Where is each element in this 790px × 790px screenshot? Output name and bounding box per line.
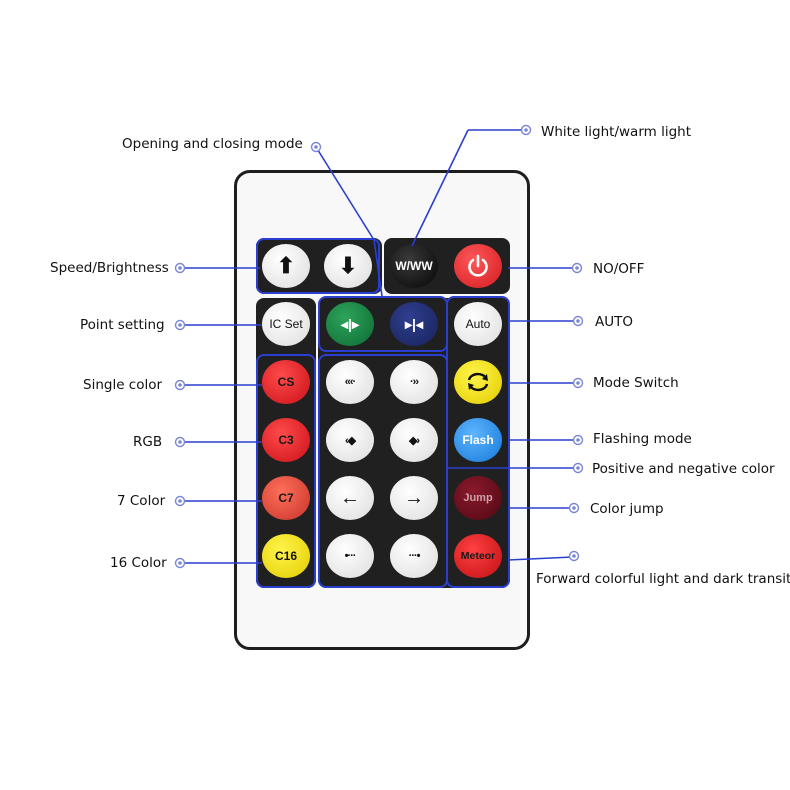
opening-mode-button[interactable]: ◂|▸	[326, 302, 374, 346]
label-single-color: Single color	[83, 377, 163, 393]
cycle-icon	[467, 372, 489, 392]
right-arrow-button[interactable]: →	[390, 476, 438, 520]
inward-right-button[interactable]: ◆›	[390, 418, 438, 462]
speed-up-button[interactable]: ⬆	[262, 244, 310, 288]
label-color-jump: Color jump	[590, 501, 664, 517]
label-flashing-mode: Flashing mode	[593, 431, 692, 447]
speed-down-button[interactable]: ⬇	[324, 244, 372, 288]
left-arrow-button[interactable]: ←	[326, 476, 374, 520]
jump-button[interactable]: Jump	[454, 476, 502, 520]
label-point-setting: Point setting	[80, 317, 165, 333]
white-warm-button[interactable]: W/WW	[390, 244, 438, 288]
label-speed-brightness: Speed/Brightness	[50, 260, 169, 276]
c7-button[interactable]: C7	[262, 476, 310, 520]
label-white-warm: White light/warm light	[541, 124, 692, 140]
power-button[interactable]	[454, 244, 502, 288]
label-rgb: RGB	[133, 434, 163, 450]
label-opening-closing: Opening and closing mode	[122, 136, 303, 152]
label-16-color: 16 Color	[110, 555, 167, 571]
label-auto: AUTO	[595, 314, 633, 330]
label-positive-negative: Positive and negative color	[592, 461, 775, 477]
meteor-button[interactable]: Meteor	[454, 534, 502, 578]
cs-button[interactable]: CS	[262, 360, 310, 404]
flash-button[interactable]: Flash	[454, 418, 502, 462]
dot-left-button[interactable]: •···	[326, 534, 374, 578]
left-column-frame	[256, 354, 316, 588]
mode-switch-button[interactable]	[454, 360, 502, 404]
c16-button[interactable]: C16	[262, 534, 310, 578]
label-7-color: 7 Color	[117, 493, 166, 509]
label-forward-transition: Forward colorful light and dark transiti…	[536, 571, 790, 587]
power-icon	[468, 254, 488, 277]
reverse-left-button[interactable]: «‹·	[326, 360, 374, 404]
label-no-off: NO/OFF	[593, 261, 645, 277]
center-grid-frame	[318, 354, 448, 588]
ic-set-button[interactable]: IC Set	[262, 302, 310, 346]
label-mode-switch: Mode Switch	[593, 375, 679, 391]
inward-left-button[interactable]: ‹◆	[326, 418, 374, 462]
auto-button[interactable]: Auto	[454, 302, 502, 346]
forward-right-button[interactable]: ·››	[390, 360, 438, 404]
c3-button[interactable]: C3	[262, 418, 310, 462]
closing-mode-button[interactable]: ▸|◂	[390, 302, 438, 346]
dot-right-button[interactable]: ···•	[390, 534, 438, 578]
speed-frame	[256, 238, 380, 294]
